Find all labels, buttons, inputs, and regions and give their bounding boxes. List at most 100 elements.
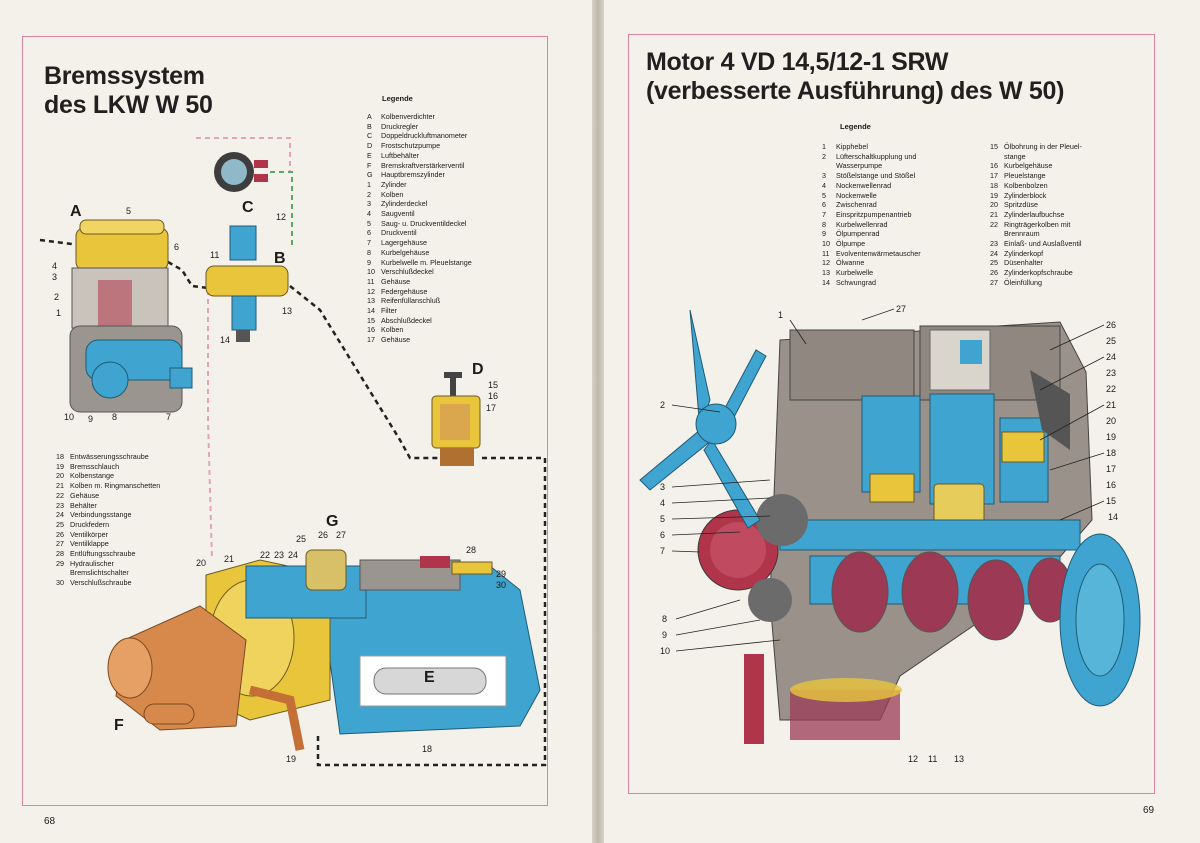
legend-key: A (367, 112, 372, 121)
label-20: 20 (196, 558, 206, 568)
label-24: 24 (1106, 352, 1116, 362)
legend-row: stange (990, 152, 1082, 162)
label-25: 25 (296, 534, 306, 544)
label-C: C (242, 199, 254, 216)
legend-key: 25 (990, 258, 998, 268)
legend-text: Saugventil (381, 209, 415, 219)
label-27: 27 (896, 304, 906, 314)
legend-text: Ölbohrung in der Pleuel- (1004, 142, 1082, 151)
legend-text: Ölpumpenrad (836, 229, 880, 239)
legend-text: Zylinderkopfschraube (1004, 268, 1073, 278)
label-12: 12 (276, 212, 286, 222)
left-page-frame (22, 36, 548, 806)
legend-key: 21 (990, 209, 998, 219)
label-22: 22 (260, 550, 270, 560)
legend-text: Öleinfüllung (1004, 277, 1042, 287)
label-11: 11 (210, 250, 219, 260)
legend-key: 6 (822, 200, 826, 210)
label-5: 5 (660, 514, 665, 524)
label-30: 30 (496, 580, 506, 590)
label-14: 14 (220, 335, 230, 345)
label-18: 18 (422, 744, 432, 754)
label-11: 11 (928, 754, 937, 764)
legend-text: Zylinderlaufbuchse (1004, 209, 1065, 219)
right-page-number: 69 (1143, 805, 1155, 816)
label-29: 29 (496, 569, 506, 579)
legend-text: Lüfterschaltkupplung und (836, 151, 917, 161)
legend-text: Frostschutzpumpe (381, 141, 441, 151)
legend-key: 12 (822, 258, 830, 268)
legend-key: 26 (990, 268, 998, 278)
legend-text: Schwungrad (836, 277, 876, 287)
legend-text: Ölpumpe (836, 239, 866, 249)
legend-key: 14 (822, 277, 830, 287)
legend-key: 23 (56, 500, 64, 510)
legend-key: 10 (367, 267, 375, 277)
legend-text: Ventilkörper (70, 529, 108, 539)
legend-row: Bremslichtschalter (56, 568, 160, 578)
manometer-c (214, 152, 268, 192)
legend-text: Pleuelstange (1004, 171, 1046, 181)
label-9: 9 (88, 414, 93, 424)
legend-text: Bremsschlauch (70, 461, 120, 471)
legend-key: 21 (56, 481, 64, 491)
legend-text: Entlüftungsschraube (70, 549, 136, 559)
legend-text: Kurbelgehäuse (381, 247, 430, 257)
label-6: 6 (174, 242, 179, 252)
legend-text: Nockenwellenrad (836, 180, 892, 190)
legend-key: 19 (56, 461, 64, 471)
label-E: E (424, 669, 435, 686)
label-20: 20 (1106, 416, 1116, 426)
legend-text: Brennraum (1004, 229, 1040, 239)
legend-text: Doppeldruckluftmanometer (381, 131, 468, 141)
legend-text: Hydraulischer (70, 558, 114, 568)
legend-key: 13 (822, 268, 830, 278)
label-15: 15 (1106, 496, 1116, 506)
legend-key: 22 (990, 219, 998, 229)
regulator-b (205, 225, 289, 342)
legend-row: 19 Bremsschlauch (56, 462, 160, 472)
label-1: 1 (778, 310, 783, 320)
legend-key: 27 (56, 539, 64, 549)
label-15: 15 (488, 380, 498, 390)
label-6: 6 (660, 530, 665, 540)
label-4: 4 (660, 498, 665, 508)
legend-key: 3 (367, 199, 371, 209)
legend-text: Kolben (381, 189, 404, 199)
legend-key: 1 (367, 179, 371, 189)
legend-text: Druckventil (381, 228, 417, 238)
legend-key: 16 (990, 161, 998, 171)
label-7: 7 (166, 412, 171, 422)
legend-key: 14 (367, 306, 375, 316)
label-22: 22 (1106, 384, 1116, 394)
label-5: 5 (126, 206, 131, 216)
label-A: A (70, 203, 82, 220)
label-23: 23 (1106, 368, 1116, 378)
legend-key: E (367, 150, 372, 160)
